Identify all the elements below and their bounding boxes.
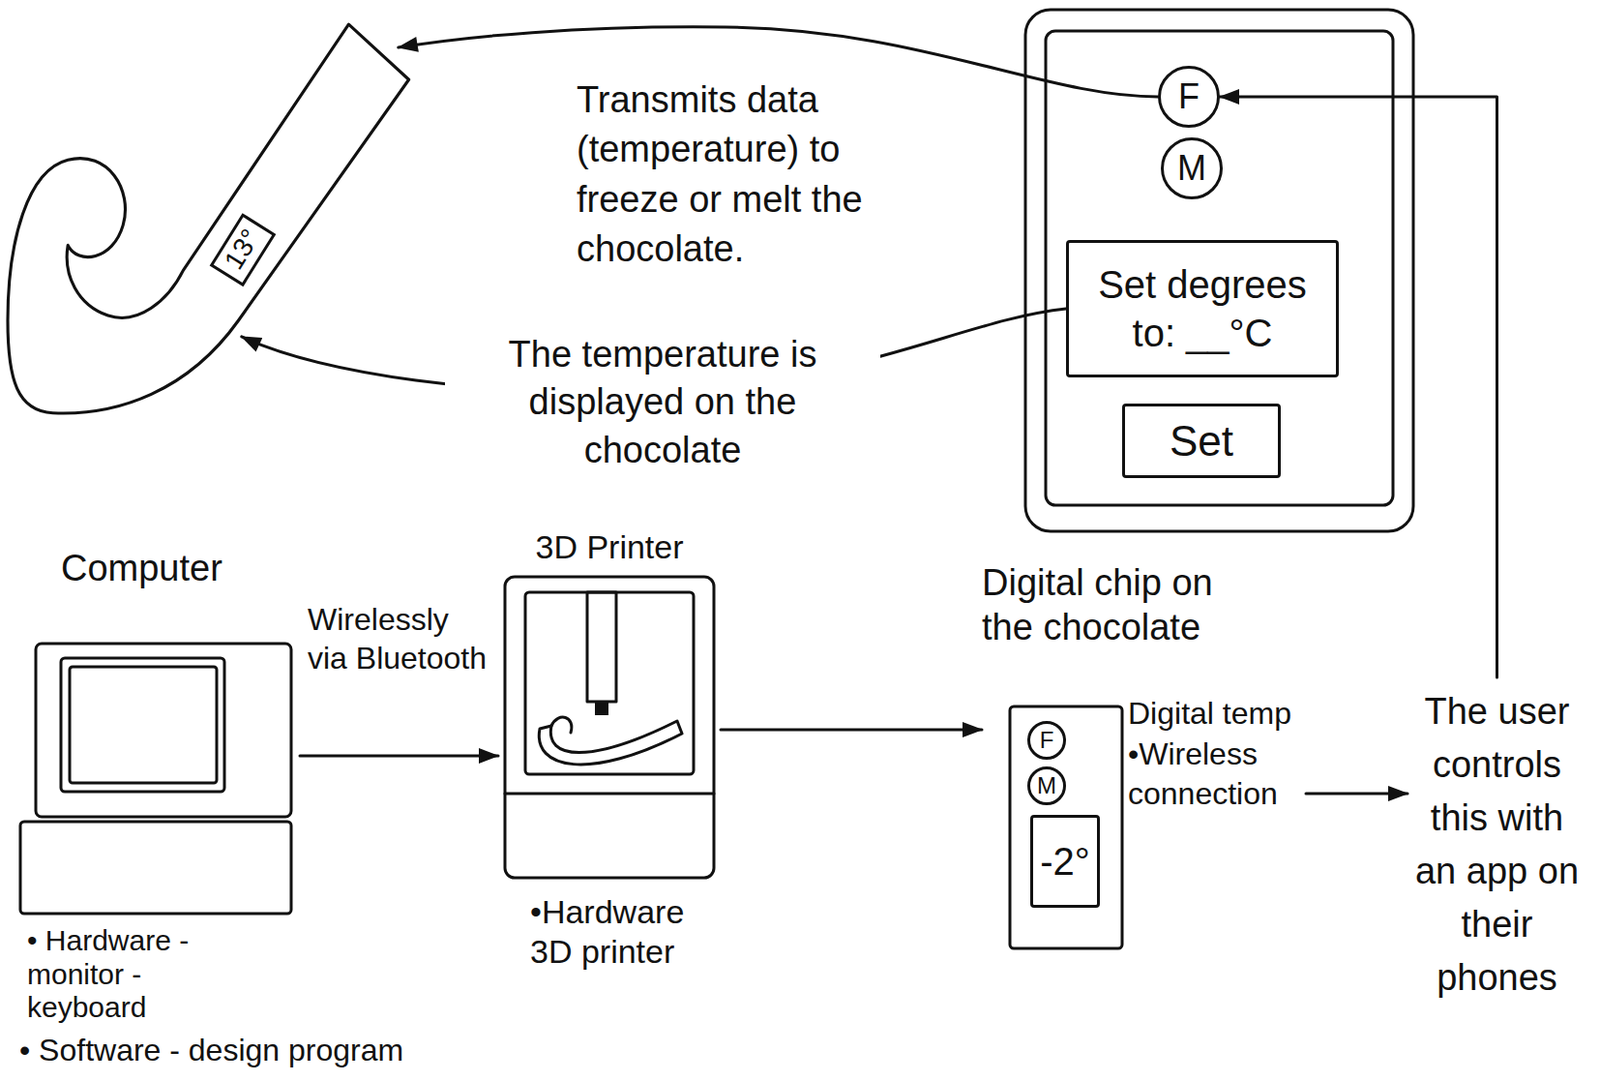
arrow-connector [1305, 792, 1408, 796]
nozzle-tip [594, 701, 609, 715]
printed-chocolate [538, 720, 682, 765]
note-label: • Hardware -monitor -keyboard [27, 923, 236, 1025]
chocolate-shape [7, 24, 410, 414]
chip-outline [1009, 706, 1123, 949]
phone-screen [1045, 30, 1393, 505]
node-text: -2° [1039, 836, 1091, 886]
chip-freeze-button: F [1027, 720, 1067, 760]
printer-divider [504, 792, 714, 796]
screen [60, 657, 225, 792]
set-button: Set [1122, 403, 1281, 478]
node-text: Set [1169, 414, 1234, 468]
text-anchor: Transmits data (temperature) to freeze o… [576, 75, 867, 274]
melt-button: M [1160, 137, 1223, 200]
computer: Computer [19, 546, 300, 919]
printer-window [525, 592, 694, 774]
monitor [35, 643, 292, 817]
printed-curl [551, 716, 572, 733]
note-label: • Software - design program [19, 1031, 562, 1068]
screen-inner [69, 666, 217, 783]
node-heading: Computer [60, 546, 294, 592]
chip-feature-list: Digital temp •Wireless connection [1127, 693, 1303, 815]
node-text: Set degrees to: __°C [1080, 260, 1325, 357]
computer-drawing [19, 546, 300, 919]
node-text: The user controls this with an app on th… [1407, 684, 1587, 1006]
arrow-connector [1219, 96, 1498, 678]
keyboard-base [20, 821, 292, 914]
chocolate-piece: 13° [7, 19, 419, 421]
printer-nozzle [587, 592, 617, 702]
edge-label: Transmits data (temperature) to freeze o… [576, 75, 867, 274]
node-text: M [1177, 150, 1207, 186]
text-anchor: • Hardware -monitor -keyboard [27, 923, 236, 1025]
arrow-connector [720, 728, 982, 732]
text-anchor: Wirelessly via Bluetooth [307, 599, 492, 678]
note-label: •Hardware 3D printer [530, 891, 724, 972]
text-anchor: Digital temp •Wireless connection [1127, 693, 1303, 815]
text-anchor: •Hardware 3D printer [530, 891, 724, 972]
chocolate-outline [7, 19, 419, 421]
temperature-input: Set degrees to: __°C [1066, 239, 1339, 378]
digital-chip: Digital chip on the chocolateDigital tem… [981, 561, 1306, 953]
node-text: F [1178, 79, 1200, 115]
text-anchor: The temperature is displayed on the choc… [444, 328, 881, 476]
printer-3d: 3D Printer [498, 527, 721, 886]
chip-melt-button: M [1027, 766, 1067, 805]
edge-label: The temperature is displayed on the choc… [444, 328, 881, 476]
text-anchor: • Software - design program [19, 1031, 562, 1068]
node-heading: 3D Printer [498, 527, 721, 567]
node-text: M [1037, 773, 1057, 798]
edge-label: Wirelessly via Bluetooth [307, 599, 492, 678]
printer-body [504, 576, 714, 878]
freeze-button: F [1157, 65, 1220, 128]
chip-temperature-display: -2° [1030, 814, 1100, 908]
arrow-connector [299, 754, 499, 758]
printer-drawing [498, 527, 721, 886]
node-text: F [1039, 728, 1055, 752]
user-note: The user controls this with an app on th… [1407, 677, 1587, 1013]
node-heading: Digital chip on the chocolate [981, 561, 1224, 650]
